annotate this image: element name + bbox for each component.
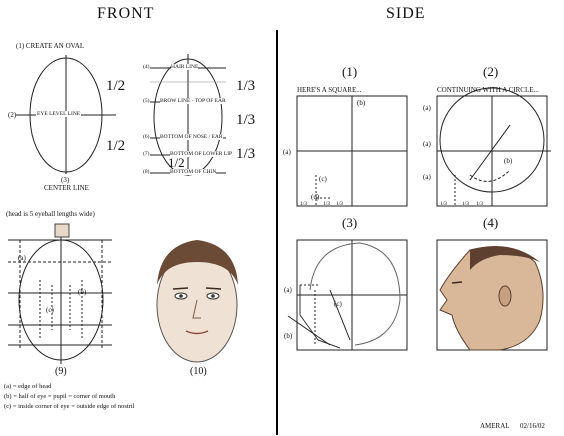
side3-a: (a) xyxy=(284,286,292,294)
side1-third-3: 1/3 xyxy=(336,201,344,207)
fraction-third-2: 1/3 xyxy=(236,112,256,128)
side1-a: (a) xyxy=(283,148,291,156)
side2-third-3: 1/3 xyxy=(476,201,484,207)
side-fig-4: (4) xyxy=(483,215,499,230)
line-num-7: (7) xyxy=(143,151,150,157)
side2-third-1: 1/3 xyxy=(440,201,448,207)
side-heading: SIDE xyxy=(386,5,426,22)
fraction-third-1: 1/3 xyxy=(236,78,256,94)
note-a: (a) = edge of head xyxy=(4,383,52,390)
side-fig-1: (1) xyxy=(342,64,358,79)
fraction-third-3: 1/3 xyxy=(236,146,256,162)
eye-level-label: EYE LEVEL LINE xyxy=(36,111,82,117)
artist-date: 02/16/02 xyxy=(520,422,545,430)
fig-9: (9) xyxy=(55,366,67,377)
side2-third-2: 1/3 xyxy=(462,201,470,207)
line-num-4: (4) xyxy=(143,64,150,70)
step1-label: (1) CREATE AN OVAL xyxy=(16,42,85,50)
fraction-half-small: 1/2 xyxy=(168,155,185,170)
side2-a3: (a) xyxy=(423,173,431,181)
label-b: (b) xyxy=(78,288,87,296)
side1-c: (c) xyxy=(319,175,327,183)
mark-3: (3) xyxy=(61,176,70,184)
note-b: (b) = half of eye = pupil = corner of mo… xyxy=(4,393,116,400)
label-c: (c) xyxy=(46,306,54,314)
side-fig-3: (3) xyxy=(342,215,358,230)
side2-a2: (a) xyxy=(423,140,431,148)
center-line-label: CENTER LINE xyxy=(44,184,89,192)
side-portrait xyxy=(439,246,544,351)
side2-b: (b) xyxy=(504,157,513,165)
eyeball-note: (head is 5 eyeball lengths wide) xyxy=(6,210,95,218)
line-num-5: (5) xyxy=(143,98,150,104)
side1-d: (d) xyxy=(311,193,320,201)
line-label-nose: BOTTOM OF NOSE / EAR xyxy=(160,134,223,140)
section-divider xyxy=(276,30,278,435)
label-a: (a) xyxy=(18,254,26,262)
line-num-8: (8) xyxy=(143,169,150,175)
side3-c: (c) xyxy=(334,300,342,308)
side3-b: (b) xyxy=(284,332,293,340)
line-label-brow: BROW LINE - TOP OF EAR xyxy=(160,98,226,104)
side-fig-2: (2) xyxy=(483,64,499,79)
fraction-half-top: 1/2 xyxy=(106,78,126,94)
side-circle xyxy=(439,87,545,193)
line-label-chin: BOTTOM OF CHIN xyxy=(170,169,217,175)
side1-third-1: 1/3 xyxy=(300,201,308,207)
side1-third-2: 1/3 xyxy=(323,201,331,207)
eye-sample xyxy=(54,223,70,238)
line-label-lip: BOTTOM OF LOWER LIP xyxy=(170,151,233,157)
side-fig2-caption: CONTINUING WITH A CIRCLE... xyxy=(437,86,539,94)
side1-b: (b) xyxy=(357,99,366,107)
side-fig1-caption: HERE'S A SQUARE... xyxy=(297,86,362,94)
line-num-6: (6) xyxy=(143,134,150,140)
fraction-half-bottom: 1/2 xyxy=(106,138,126,154)
note-c: (c) = inside corner of eye = outside edg… xyxy=(4,403,135,410)
front-portrait xyxy=(156,240,238,363)
side2-a1: (a) xyxy=(423,104,431,112)
line-label-hair: HAIR LINE xyxy=(171,64,199,70)
front-heading: FRONT xyxy=(97,5,155,22)
fig-10: (10) xyxy=(190,366,207,377)
artist-name: AMERAL xyxy=(480,422,510,430)
mark-2: (2) xyxy=(8,111,17,119)
